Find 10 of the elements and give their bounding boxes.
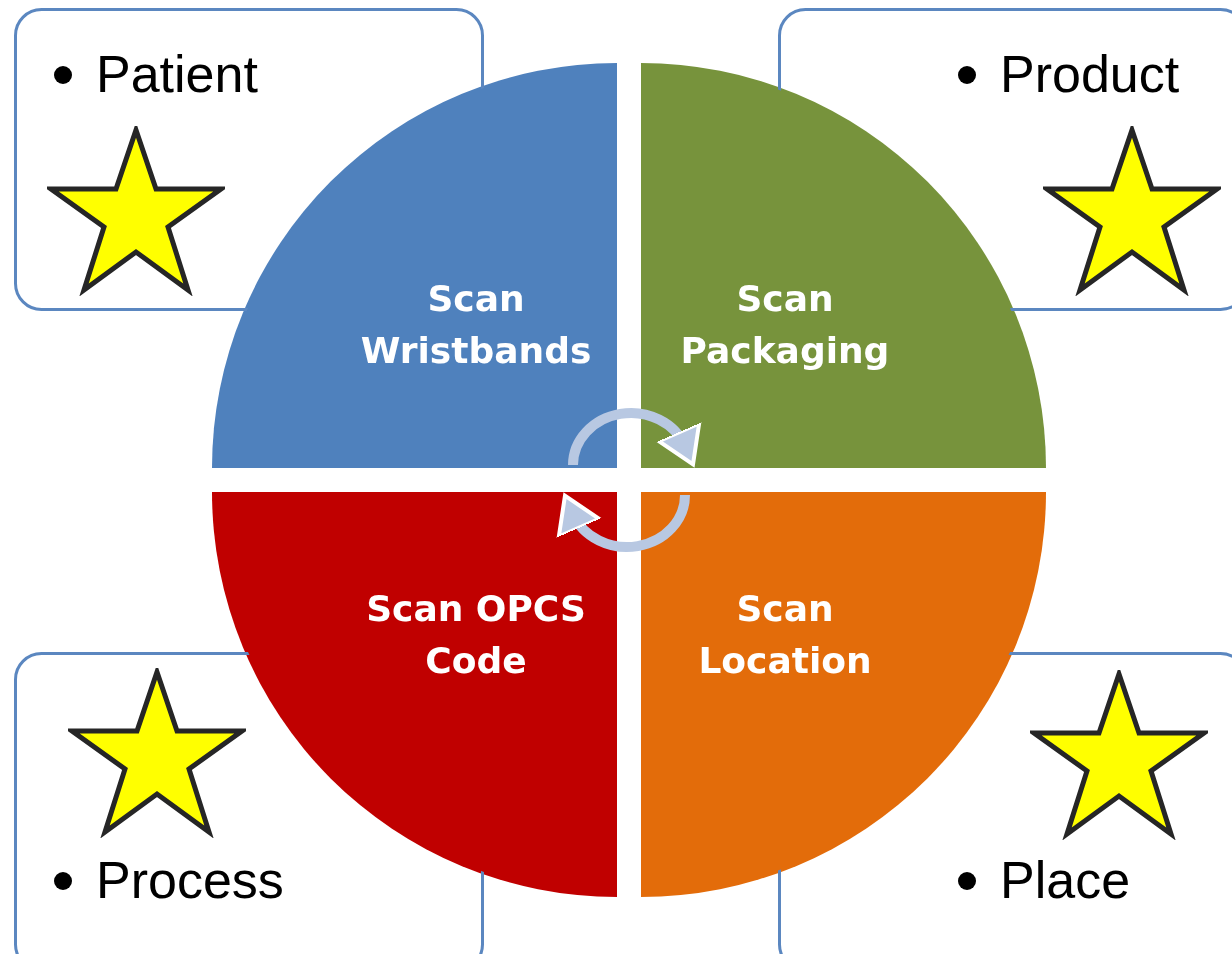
curved-arrow — [568, 408, 700, 466]
category-label: Product — [1000, 44, 1180, 104]
category-label: Process — [96, 850, 284, 910]
segment-label: Scan Location — [697, 587, 873, 683]
curved-arrow — [558, 494, 690, 552]
segment-label: Scan OPCS Code — [365, 587, 587, 683]
category-label: Place — [1000, 850, 1131, 910]
segment-label: Scan Wristbands — [359, 277, 593, 373]
segment-label: Scan Packaging — [679, 277, 891, 373]
category-label: Patient — [96, 44, 258, 104]
